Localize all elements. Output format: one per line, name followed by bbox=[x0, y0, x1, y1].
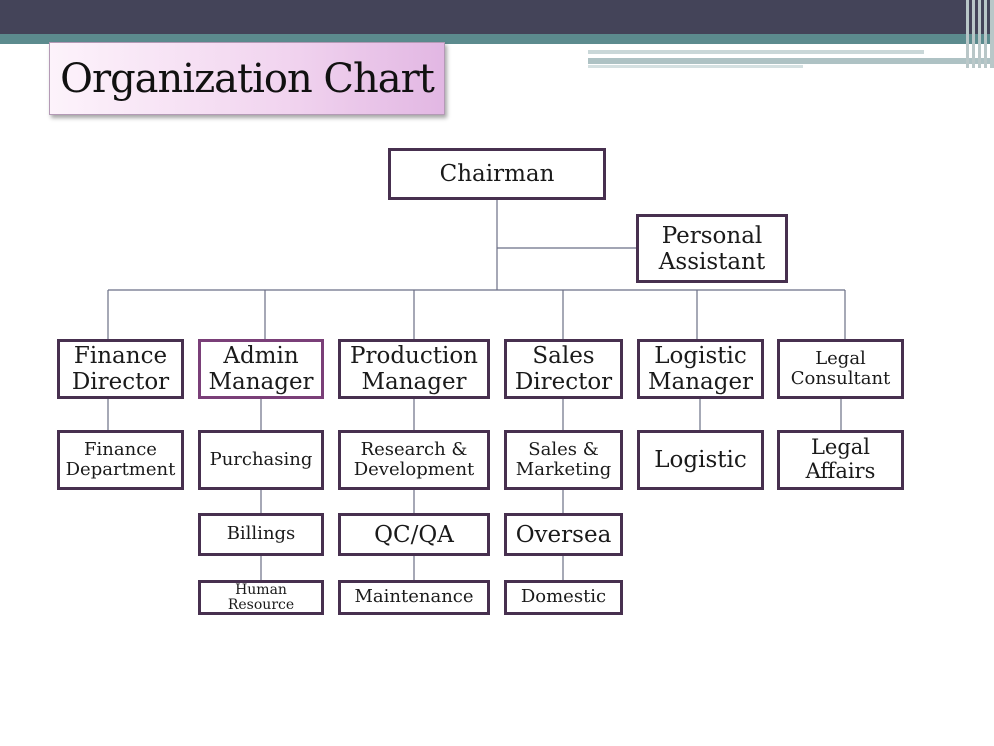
slide-accent-line bbox=[588, 65, 803, 68]
node-chairman: Chairman bbox=[388, 148, 606, 200]
slide-accent-line bbox=[588, 50, 924, 54]
node-legal-consultant: Legal Consultant bbox=[777, 339, 904, 399]
node-production-manager: Production Manager bbox=[338, 339, 490, 399]
node-qc-qa: QC/QA bbox=[338, 513, 490, 556]
slide-corner-stripe bbox=[990, 0, 994, 68]
node-logistic: Logistic bbox=[637, 430, 764, 490]
node-billings: Billings bbox=[198, 513, 324, 556]
node-logistic-manager: Logistic Manager bbox=[637, 339, 764, 399]
title-box: Organization Chart bbox=[49, 42, 445, 115]
slide-corner-stripe bbox=[966, 0, 969, 68]
node-domestic: Domestic bbox=[504, 580, 623, 615]
node-oversea: Oversea bbox=[504, 513, 623, 556]
node-finance-department: Finance Department bbox=[57, 430, 184, 490]
node-personal-assistant: Personal Assistant bbox=[636, 214, 788, 283]
node-maintenance: Maintenance bbox=[338, 580, 490, 615]
node-sales-director: Sales Director bbox=[504, 339, 623, 399]
node-purchasing: Purchasing bbox=[198, 430, 324, 490]
node-sales-marketing: Sales & Marketing bbox=[504, 430, 623, 490]
slide-corner-stripe bbox=[984, 0, 987, 68]
node-admin-manager: Admin Manager bbox=[198, 339, 324, 399]
slide-accent-line bbox=[588, 58, 994, 64]
node-research-development: Research & Development bbox=[338, 430, 490, 490]
node-finance-director: Finance Director bbox=[57, 339, 184, 399]
slide-corner-stripe bbox=[978, 0, 981, 68]
slide-corner-stripe bbox=[972, 0, 975, 68]
page-title: Organization Chart bbox=[60, 55, 435, 102]
node-human-resource: Human Resource bbox=[198, 580, 324, 615]
slide-teal-band bbox=[0, 34, 994, 44]
slide-top-bar bbox=[0, 0, 994, 34]
node-legal-affairs: Legal Affairs bbox=[777, 430, 904, 490]
